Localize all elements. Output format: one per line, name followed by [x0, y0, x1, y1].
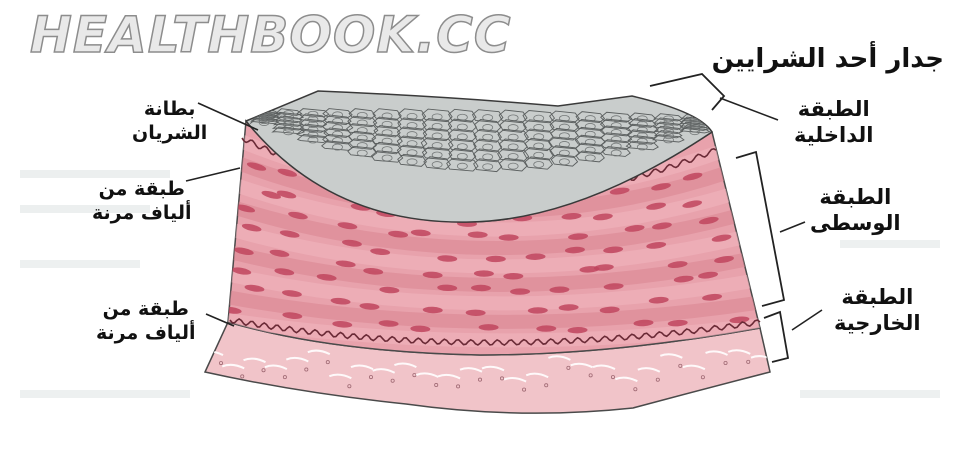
leader-intima [720, 98, 778, 120]
leader-adventitia [792, 310, 822, 330]
leader-elastic-upper [186, 168, 240, 181]
bracket-adventitia [764, 312, 788, 362]
watermark-logo: HEALTHBOOK.CC [30, 6, 511, 64]
leader-media [780, 222, 805, 232]
diagram-title: جدار أحد الشرايين [712, 44, 944, 74]
